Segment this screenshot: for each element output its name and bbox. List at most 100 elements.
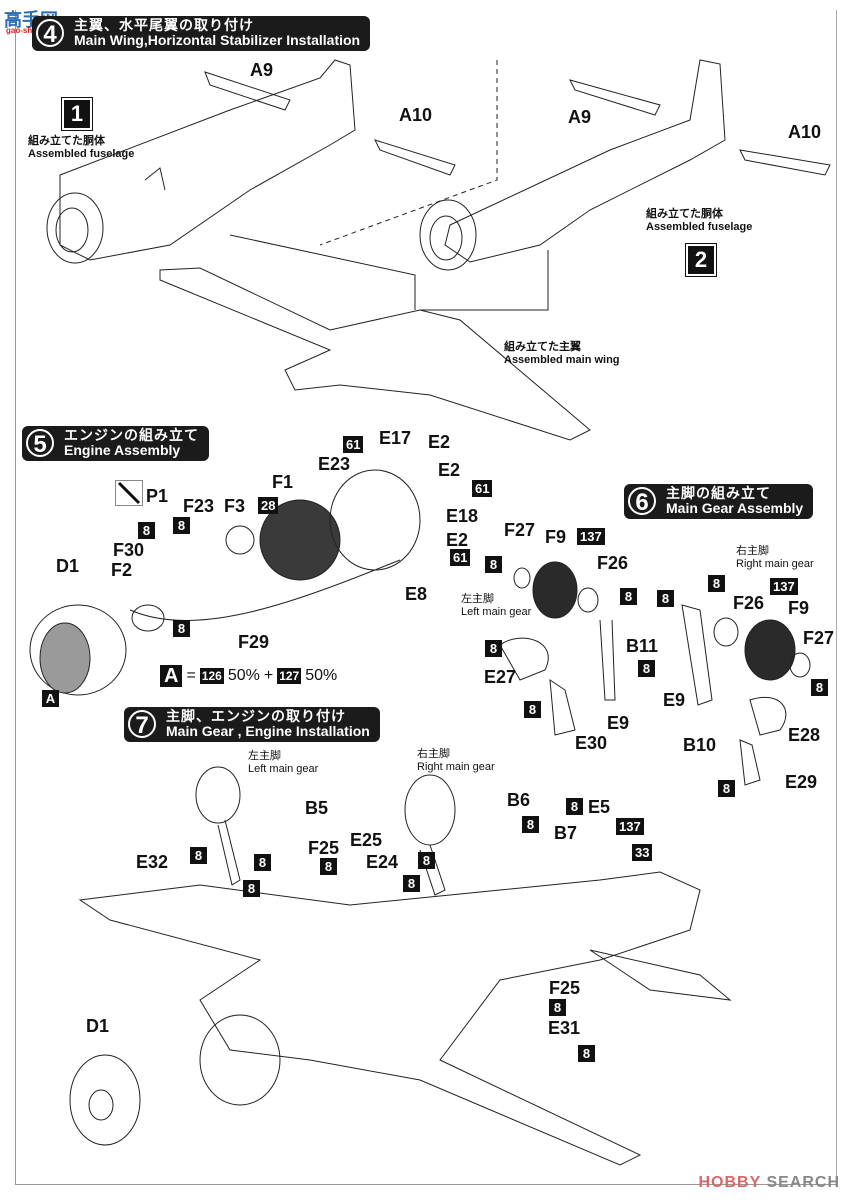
step6-header: 6 主脚の組み立て Main Gear Assembly (624, 484, 814, 519)
paint-e5-tire: 137 (616, 818, 644, 835)
right-main-gear-label-6: 右主脚 Right main gear (736, 545, 814, 570)
step6-title-jp: 主脚の組み立て (666, 485, 771, 501)
part-b11: B11 (626, 636, 659, 656)
paint-b11: 8 (638, 660, 655, 677)
paint-strut-right: 8 (657, 590, 674, 607)
aircraft-drawing (69, 766, 732, 1166)
paint-e27: 8 (485, 640, 502, 657)
paint-e29: 8 (718, 780, 735, 797)
mix-plus: + (263, 667, 274, 684)
brand-hobby: HOBBY (698, 1174, 761, 1191)
part-f26-left: F26 (597, 553, 629, 573)
paint-f26-right: 8 (708, 575, 725, 592)
part-e5: E5 (588, 797, 611, 817)
part-f25-bottom: F25 (549, 978, 581, 998)
paint-left-strut: 8 (243, 880, 260, 897)
mix-pct2: 50% (305, 667, 338, 684)
part-e28: E28 (788, 725, 821, 745)
step7-title-jp: 主脚、エンジンの取り付け (166, 708, 346, 724)
part-f26-right: F26 (733, 593, 765, 613)
mix-color1: 126 (199, 668, 224, 684)
paint-e31: 8 (549, 999, 566, 1016)
part-a10-v1: A10 (399, 105, 433, 125)
mix-label: A (160, 665, 183, 687)
left-main-gear-label-6: 左主脚 Left main gear (461, 593, 532, 618)
part-e2-top: E2 (428, 432, 451, 452)
part-e25: E25 (350, 830, 383, 850)
variant2-ref: 2 (685, 243, 717, 277)
paint-b5: 8 (254, 854, 271, 871)
page-border (15, 10, 837, 1185)
mix-pct1: 50% (227, 667, 260, 684)
part-a9-v1: A9 (250, 60, 274, 80)
part-e30: E30 (575, 733, 608, 753)
part-e17: E17 (379, 428, 412, 448)
part-f29: F29 (238, 632, 270, 652)
part-d1: D1 (56, 556, 80, 576)
step7-title-en: Main Gear , Engine Installation (166, 723, 370, 739)
step5-title-jp: エンジンの組み立て (64, 427, 199, 443)
paint-f2: 8 (173, 620, 190, 637)
mix-color2: 127 (277, 668, 302, 684)
part-f23: F23 (183, 496, 215, 516)
do-not-glue-icon (115, 480, 143, 506)
paint-f25-top: 8 (320, 858, 337, 875)
part-f9-left: F9 (545, 527, 567, 547)
fuselage-drawing-1 (46, 59, 456, 264)
part-e27: E27 (484, 667, 517, 687)
step6-number: 6 (628, 487, 656, 516)
part-a9-v2: A9 (568, 107, 592, 127)
part-e9-left: E9 (607, 713, 630, 733)
part-f3: F3 (224, 496, 246, 516)
part-f2: F2 (111, 560, 133, 580)
paint-d1: A (42, 690, 59, 707)
part-a10-v2: A10 (788, 122, 822, 142)
part-e8: E8 (405, 584, 428, 604)
part-b10: B10 (683, 735, 717, 755)
part-e32: E32 (136, 852, 169, 872)
paint-e2: 61 (472, 480, 493, 497)
right-main-gear-label-7: 右主脚 Right main gear (417, 748, 495, 773)
step4-header: 4 主翼、水平尾翼の取り付け Main Wing,Horizontal Stab… (32, 16, 371, 51)
left-main-gear-label-7: 左主脚 Left main gear (248, 750, 319, 775)
paint-mix-formula: A = 126 50% + 127 50% (160, 665, 337, 687)
step4-title-en: Main Wing,Horizontal Stabilizer Installa… (74, 32, 361, 48)
part-e31: E31 (548, 1018, 581, 1038)
step5-header: 5 エンジンの組み立て Engine Assembly (22, 426, 209, 461)
paint-wing: 8 (578, 1045, 595, 1062)
part-p1: P1 (146, 486, 169, 506)
paint-e24: 8 (403, 875, 420, 892)
paint-f23: 8 (173, 517, 190, 534)
paint-right-strut: 8 (418, 852, 435, 869)
part-f30: F30 (113, 540, 145, 560)
paint-e32: 8 (190, 847, 207, 864)
main-wing-label: 組み立てた主翼 Assembled main wing (504, 341, 620, 366)
part-d1-install: D1 (86, 1016, 110, 1036)
variant1-label: 組み立てた胴体 Assembled fuselage (28, 135, 135, 160)
part-e23: E23 (318, 454, 351, 474)
engine-drawing (29, 469, 421, 696)
part-f27-left: F27 (504, 520, 536, 540)
part-b7: B7 (554, 823, 578, 843)
step4-title-jp: 主翼、水平尾翼の取り付け (74, 17, 254, 33)
paint-f30: 8 (138, 522, 155, 539)
step5-title-en: Engine Assembly (64, 442, 181, 458)
hobby-search-watermark: HOBBY SEARCH (698, 1174, 840, 1192)
right-gear-drawing (681, 604, 811, 786)
paint-f27-right: 8 (811, 679, 828, 696)
step4-number: 4 (36, 19, 64, 48)
left-gear-drawing (499, 561, 616, 736)
part-f1: F1 (272, 472, 294, 492)
part-f9-right: F9 (788, 598, 810, 618)
paint-f9-left: 137 (577, 528, 605, 545)
step6-title-en: Main Gear Assembly (666, 500, 804, 516)
part-f25-top: F25 (308, 838, 340, 858)
step7-number: 7 (128, 710, 156, 739)
part-b5: B5 (305, 798, 329, 818)
paint-b6: 8 (522, 816, 539, 833)
part-e18: E18 (446, 506, 479, 526)
paint-f1: 28 (258, 497, 279, 514)
variant2-label: 組み立てた胴体 Assembled fuselage (646, 208, 753, 233)
paint-e30: 8 (524, 701, 541, 718)
